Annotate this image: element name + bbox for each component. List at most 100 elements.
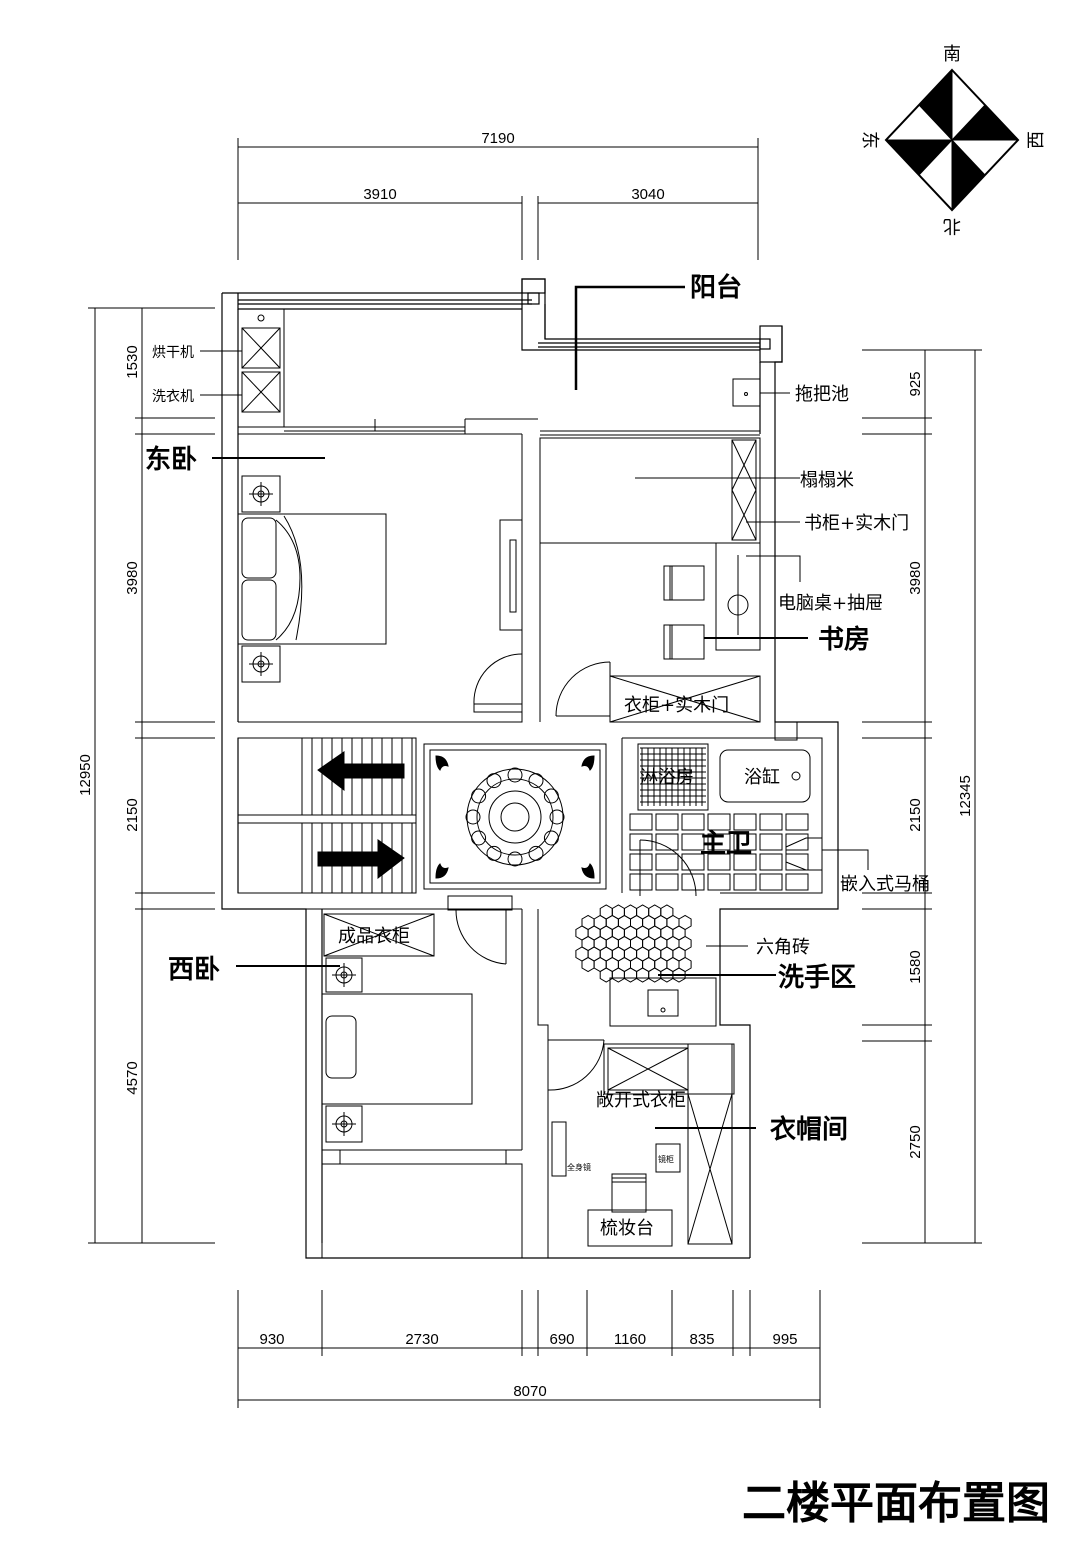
floor-tile (629, 853, 653, 871)
floor-tile (681, 833, 705, 851)
floor-tile (785, 873, 809, 891)
label-dresser: 梳妆台 (600, 1218, 654, 1239)
hex-tile (672, 967, 686, 983)
floor-tile (733, 833, 757, 851)
dim-bottom (237, 1290, 821, 1408)
dim-bottom-2: 2730 (405, 1331, 438, 1348)
dim-left-2: 3980 (124, 561, 141, 594)
dim-left (88, 307, 215, 1244)
ceiling-medallion (423, 743, 607, 890)
hex-tile (611, 967, 625, 983)
floor-tile (759, 853, 783, 871)
dim-right-1: 925 (907, 371, 924, 396)
room-master-bath: 主卫 (700, 829, 752, 859)
dim-right (862, 349, 982, 1244)
balcony-area (200, 285, 790, 436)
dim-right-total: 12345 (957, 775, 974, 817)
medallion-petal (549, 809, 565, 825)
dim-left-total: 12950 (77, 754, 94, 796)
dim-top (237, 138, 759, 260)
floor-tile (629, 873, 653, 891)
label-washer: 洗衣机 (152, 389, 194, 405)
medallion-petal (465, 809, 481, 825)
east-bedroom (212, 434, 523, 723)
label-tatami: 榻榻米 (800, 470, 854, 491)
label-vanity: 镜柜 (658, 1154, 674, 1164)
floor-tile (785, 813, 809, 831)
wash-area (447, 895, 776, 1258)
cloakroom (547, 1039, 756, 1247)
hex-tile (623, 967, 638, 983)
label-mirror: 全身镜 (567, 1162, 591, 1172)
hex-tile (636, 967, 650, 983)
dim-top-right: 3040 (631, 186, 664, 203)
compass-south: 南 (943, 44, 961, 65)
label-mop-sink: 拖把池 (795, 384, 849, 405)
medallion-petal (486, 773, 502, 789)
floor-tile (655, 873, 679, 891)
floor-tile (759, 813, 783, 831)
master-bath (621, 737, 869, 897)
medallion-petal (507, 767, 523, 783)
label-dryer: 烘干机 (152, 345, 194, 361)
label-toilet: 嵌入式马桶 (840, 874, 930, 895)
floor-tile (733, 853, 757, 871)
label-open-wardrobe: 敞开式衣柜 (596, 1090, 686, 1111)
medallion-petal (471, 788, 487, 804)
label-wardrobe-door: 衣柜+实木门 (624, 695, 729, 716)
floor-tile (759, 833, 783, 851)
room-wash-area: 洗手区 (778, 963, 856, 993)
hex-tile (581, 956, 595, 973)
dim-bottom-3: 690 (549, 1331, 574, 1348)
medallion-petal (486, 845, 502, 861)
west-bedroom (236, 908, 523, 1259)
floor-tile (655, 853, 679, 871)
plan-title: 二楼平面布置图 (742, 1478, 1050, 1529)
floor-tile (707, 833, 731, 851)
floor-tile (629, 833, 653, 851)
medallion-petal (528, 773, 544, 789)
compass-west: 西 (1026, 131, 1047, 149)
dim-left-3: 2150 (124, 798, 141, 831)
medallion-petal (507, 851, 523, 867)
staircase (237, 737, 417, 894)
dim-bottom-6: 995 (772, 1331, 797, 1348)
dim-bottom-4: 1160 (614, 1331, 646, 1348)
dim-top-total: 7190 (481, 130, 514, 147)
floor-tile (759, 873, 783, 891)
floor-tile (733, 813, 757, 831)
floor-tile (785, 853, 809, 871)
dim-right-3: 2150 (907, 798, 924, 831)
floor-tile (681, 873, 705, 891)
compass-rose (884, 68, 1020, 212)
dim-bottom-total: 8070 (513, 1383, 546, 1400)
compass-north: 北 (943, 215, 961, 236)
room-east-bedroom: 东卧 (145, 444, 197, 475)
label-bookcase: 书柜+实木门 (804, 513, 909, 534)
floor-tile (681, 813, 705, 831)
room-west-bedroom: 西卧 (168, 955, 220, 985)
dim-top-left: 3910 (363, 186, 396, 203)
floor-tile (655, 833, 679, 851)
compass-east: 东 (859, 131, 880, 149)
floor-tile (681, 853, 705, 871)
room-study: 书房 (818, 625, 870, 655)
label-ready-wardrobe: 成品衣柜 (338, 926, 410, 947)
dim-bottom-5: 835 (689, 1331, 714, 1348)
room-cloakroom: 衣帽间 (770, 1114, 848, 1145)
dim-right-4: 1580 (907, 950, 924, 983)
dim-left-1: 1530 (124, 345, 141, 378)
dim-right-2: 3980 (907, 561, 924, 594)
medallion-petal (543, 788, 559, 804)
label-desk: 电脑桌+抽屉 (778, 593, 883, 614)
label-shower: 淋浴房 (640, 767, 694, 788)
medallion-petal (471, 830, 487, 846)
floor-tile (785, 833, 809, 851)
medallion-petal (543, 830, 559, 846)
medallion-petal (528, 845, 544, 861)
floor-tile (707, 813, 731, 831)
study-room (539, 437, 808, 741)
label-hex-tile: 六角砖 (756, 937, 810, 958)
label-bathtub: 浴缸 (744, 766, 780, 788)
floor-tile (655, 813, 679, 831)
